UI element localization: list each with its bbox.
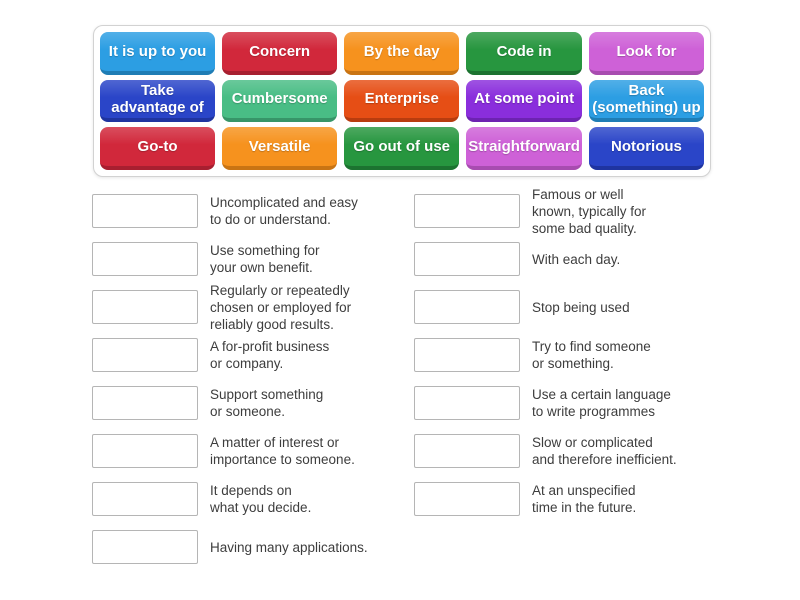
answer-slot[interactable] xyxy=(414,482,520,516)
definitions-column-left: Uncomplicated and easy to do or understa… xyxy=(92,187,407,571)
definitions-column-right: Famous or well known, typically for some… xyxy=(414,187,729,523)
match-row: Uncomplicated and easy to do or understa… xyxy=(92,187,407,235)
match-row: Support something or someone. xyxy=(92,379,407,427)
word-tile-at-some-point[interactable]: At some point xyxy=(466,79,582,123)
answer-slot[interactable] xyxy=(414,434,520,468)
definition-text: Use a certain language to write programm… xyxy=(532,387,671,419)
word-tile-cumbersome[interactable]: Cumbersome xyxy=(222,79,338,123)
definition-text: A matter of interest or importance to so… xyxy=(210,435,355,467)
match-row: Stop being used xyxy=(414,283,729,331)
word-tile-code-in[interactable]: Code in xyxy=(466,32,582,75)
match-row: Famous or well known, typically for some… xyxy=(414,186,729,236)
answer-slot[interactable] xyxy=(414,386,520,420)
definition-text: It depends on what you decide. xyxy=(210,483,312,515)
match-row: Use something for your own benefit. xyxy=(92,235,407,283)
match-row: Use a certain language to write programm… xyxy=(414,379,729,427)
definition-text: Stop being used xyxy=(532,299,630,315)
answer-slot[interactable] xyxy=(92,242,198,276)
word-tile-enterprise[interactable]: Enterprise xyxy=(344,79,460,123)
match-row: It depends on what you decide. xyxy=(92,475,407,523)
word-tile-go-to[interactable]: Go-to xyxy=(100,127,216,170)
match-row: At an unspecified time in the future. xyxy=(414,475,729,523)
answer-slot[interactable] xyxy=(414,194,520,228)
match-row: With each day. xyxy=(414,235,729,283)
word-tile-back-something-up[interactable]: Back (something) up xyxy=(588,79,704,123)
definition-text: Having many applications. xyxy=(210,539,368,555)
match-row: Having many applications. xyxy=(92,523,407,571)
answer-slot[interactable] xyxy=(92,338,198,372)
answer-slot[interactable] xyxy=(92,434,198,468)
definition-text: Slow or complicated and therefore ineffi… xyxy=(532,435,677,467)
word-tile-take-advantage-of[interactable]: Take advantage of xyxy=(100,79,216,123)
definition-text: Famous or well known, typically for some… xyxy=(532,186,647,236)
definition-text: Regularly or repeatedly chosen or employ… xyxy=(210,282,352,332)
word-tile-versatile[interactable]: Versatile xyxy=(222,127,338,170)
answer-slot[interactable] xyxy=(92,194,198,228)
word-tile-notorious[interactable]: Notorious xyxy=(588,127,704,170)
definition-text: Try to find someone or something. xyxy=(532,339,651,371)
word-tile-straightforward[interactable]: Straightforward xyxy=(466,127,582,170)
match-row: A matter of interest or importance to so… xyxy=(92,427,407,475)
definition-text: At an unspecified time in the future. xyxy=(532,483,637,515)
match-row: Try to find someone or something. xyxy=(414,331,729,379)
definition-text: Use something for your own benefit. xyxy=(210,243,320,275)
word-tile-concern[interactable]: Concern xyxy=(222,32,338,75)
answer-slot[interactable] xyxy=(414,338,520,372)
word-tile-look-for[interactable]: Look for xyxy=(588,32,704,75)
definition-text: With each day. xyxy=(532,251,621,267)
definition-text: A for-profit business or company. xyxy=(210,339,330,371)
answer-slot[interactable] xyxy=(414,290,520,324)
word-tile-by-the-day[interactable]: By the day xyxy=(344,32,460,75)
match-row: A for-profit business or company. xyxy=(92,331,407,379)
definition-text: Support something or someone. xyxy=(210,387,324,419)
word-tile-it-is-up-to-you[interactable]: It is up to you xyxy=(100,32,216,75)
answer-slot[interactable] xyxy=(92,290,198,324)
answer-slot[interactable] xyxy=(92,482,198,516)
match-row: Slow or complicated and therefore ineffi… xyxy=(414,427,729,475)
definition-text: Uncomplicated and easy to do or understa… xyxy=(210,195,358,227)
answer-slot[interactable] xyxy=(92,530,198,564)
answer-slot[interactable] xyxy=(414,242,520,276)
answer-slot[interactable] xyxy=(92,386,198,420)
match-row: Regularly or repeatedly chosen or employ… xyxy=(92,282,407,332)
word-tile-go-out-of-use[interactable]: Go out of use xyxy=(344,127,460,170)
